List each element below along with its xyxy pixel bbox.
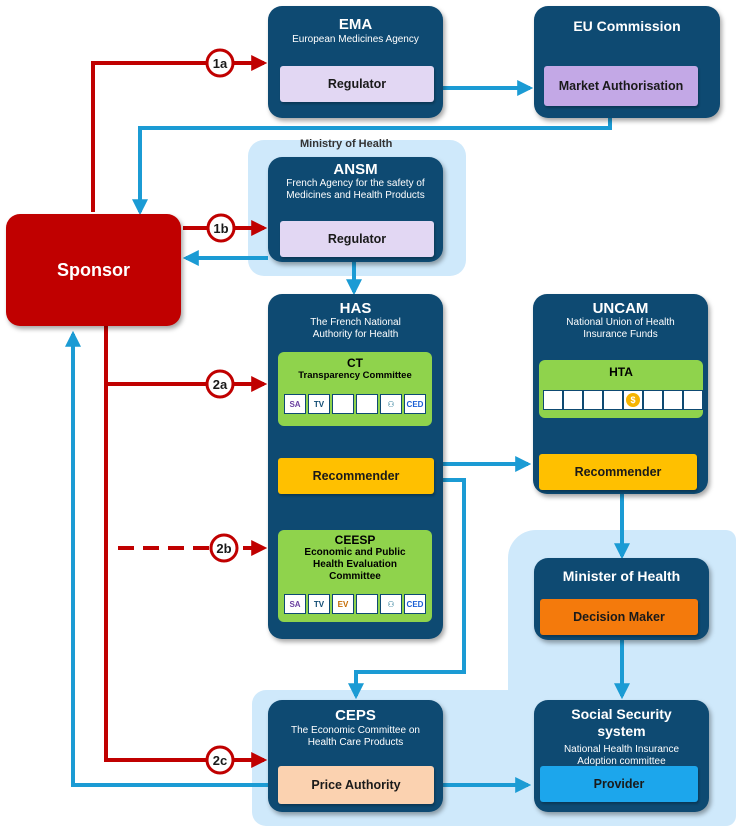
minister-title: Minister of Health <box>562 568 681 584</box>
step-1b: 1b <box>206 213 236 243</box>
ceesp-cell-people-icon: ⚇ <box>380 594 402 614</box>
ct-committee: CT Transparency Committee SA TV ⚇ CED <box>278 352 432 426</box>
ct-cell-sa: SA <box>284 394 306 414</box>
ct-cell-people-icon: ⚇ <box>380 394 402 414</box>
eu-commission-box: EU Commission Market Authorisation <box>534 6 720 118</box>
ansm-title: ANSM <box>333 161 378 178</box>
step-1b-label: 1b <box>213 221 228 236</box>
hta-cell-6 <box>643 390 663 410</box>
ct-cell-empty-1 <box>332 394 354 414</box>
ceps-price-authority: Price Authority <box>278 766 434 804</box>
ceps-box: CEPS The Economic Committee on Health Ca… <box>268 700 443 812</box>
uncam-recommender: Recommender <box>539 454 697 490</box>
hta-committee: HTA $ <box>539 360 703 418</box>
step-2b-label: 2b <box>216 541 231 556</box>
ema-regulator: Regulator <box>280 66 434 102</box>
ema-box: EMA European Medicines Agency Regulator <box>268 6 443 118</box>
ct-title: CT <box>347 356 363 370</box>
uncam-subtitle: National Union of Health Insurance Funds <box>566 317 675 340</box>
ceesp-cell-sa: SA <box>284 594 306 614</box>
ceesp-cell-ev: EV <box>332 594 354 614</box>
arrow-ceps-sponsor <box>65 330 278 787</box>
has-title: HAS <box>339 300 372 317</box>
ceps-title: CEPS <box>335 707 376 724</box>
social-provider: Provider <box>540 766 698 802</box>
hta-cell-4 <box>603 390 623 410</box>
ceesp-title: CEESP <box>334 533 376 547</box>
ansm-regulator: Regulator <box>280 221 434 257</box>
ceesp-committee: CEESP Economic and Public Health Evaluat… <box>278 530 432 622</box>
ct-cell-empty-2 <box>356 394 378 414</box>
step-1a-label: 1a <box>213 56 228 71</box>
ceesp-cells: SA TV EV ⚇ CED <box>284 594 426 614</box>
ema-title: EMA <box>338 16 373 33</box>
ansm-box: ANSM French Agency for the safety of Med… <box>268 157 443 262</box>
step-2b: 2b <box>209 533 239 563</box>
arrow-has-ceps <box>348 478 466 700</box>
eu-title: EU Commission <box>573 18 681 34</box>
hta-cell-3 <box>583 390 603 410</box>
hta-cell-7 <box>663 390 683 410</box>
hta-cells: $ <box>543 390 703 410</box>
ct-cell-tv: TV <box>308 394 330 414</box>
minister-box: Minister of Health Decision Maker <box>534 558 709 640</box>
step-2a: 2a <box>205 369 235 399</box>
eu-market-authorisation: Market Authorisation <box>544 66 698 106</box>
minister-decision-maker: Decision Maker <box>540 599 698 635</box>
uncam-title: UNCAM <box>592 300 649 317</box>
step-2a-label: 2a <box>213 377 228 392</box>
step-2c: 2c <box>205 745 235 775</box>
hta-cell-8 <box>683 390 703 410</box>
ct-subtitle: Transparency Committee <box>298 370 412 381</box>
social-security-box: Social Security system National Health I… <box>534 700 709 812</box>
hta-cell-2 <box>563 390 583 410</box>
ministry-label: Ministry of Health <box>300 138 393 150</box>
has-subtitle: The French National Authority for Health <box>310 317 401 340</box>
coin-icon: $ <box>626 393 640 407</box>
hta-title: HTA <box>609 365 633 379</box>
social-title: Social Security system <box>571 706 672 739</box>
ct-cells: SA TV ⚇ CED <box>284 394 426 414</box>
step-1a: 1a <box>205 48 235 78</box>
step-2c-label: 2c <box>213 753 227 768</box>
hta-cell-coin-icon: $ <box>623 390 643 410</box>
uncam-box: UNCAM National Union of Health Insurance… <box>533 294 708 494</box>
ceesp-cell-ced: CED <box>404 594 426 614</box>
sponsor-box: Sponsor <box>6 214 181 326</box>
ema-subtitle: European Medicines Agency <box>292 34 419 45</box>
ceps-subtitle: The Economic Committee on Health Care Pr… <box>291 725 420 748</box>
ansm-subtitle: French Agency for the safety of Medicine… <box>286 178 425 201</box>
hta-cell-1 <box>543 390 563 410</box>
has-recommender: Recommender <box>278 458 434 494</box>
social-subtitle: National Health Insurance Adoption commi… <box>563 744 680 767</box>
ceesp-cell-empty <box>356 594 378 614</box>
ceesp-subtitle: Economic and Public Health Evaluation Co… <box>304 547 406 582</box>
ct-cell-ced: CED <box>404 394 426 414</box>
has-box: HAS The French National Authority for He… <box>268 294 443 639</box>
ceesp-cell-tv: TV <box>308 594 330 614</box>
